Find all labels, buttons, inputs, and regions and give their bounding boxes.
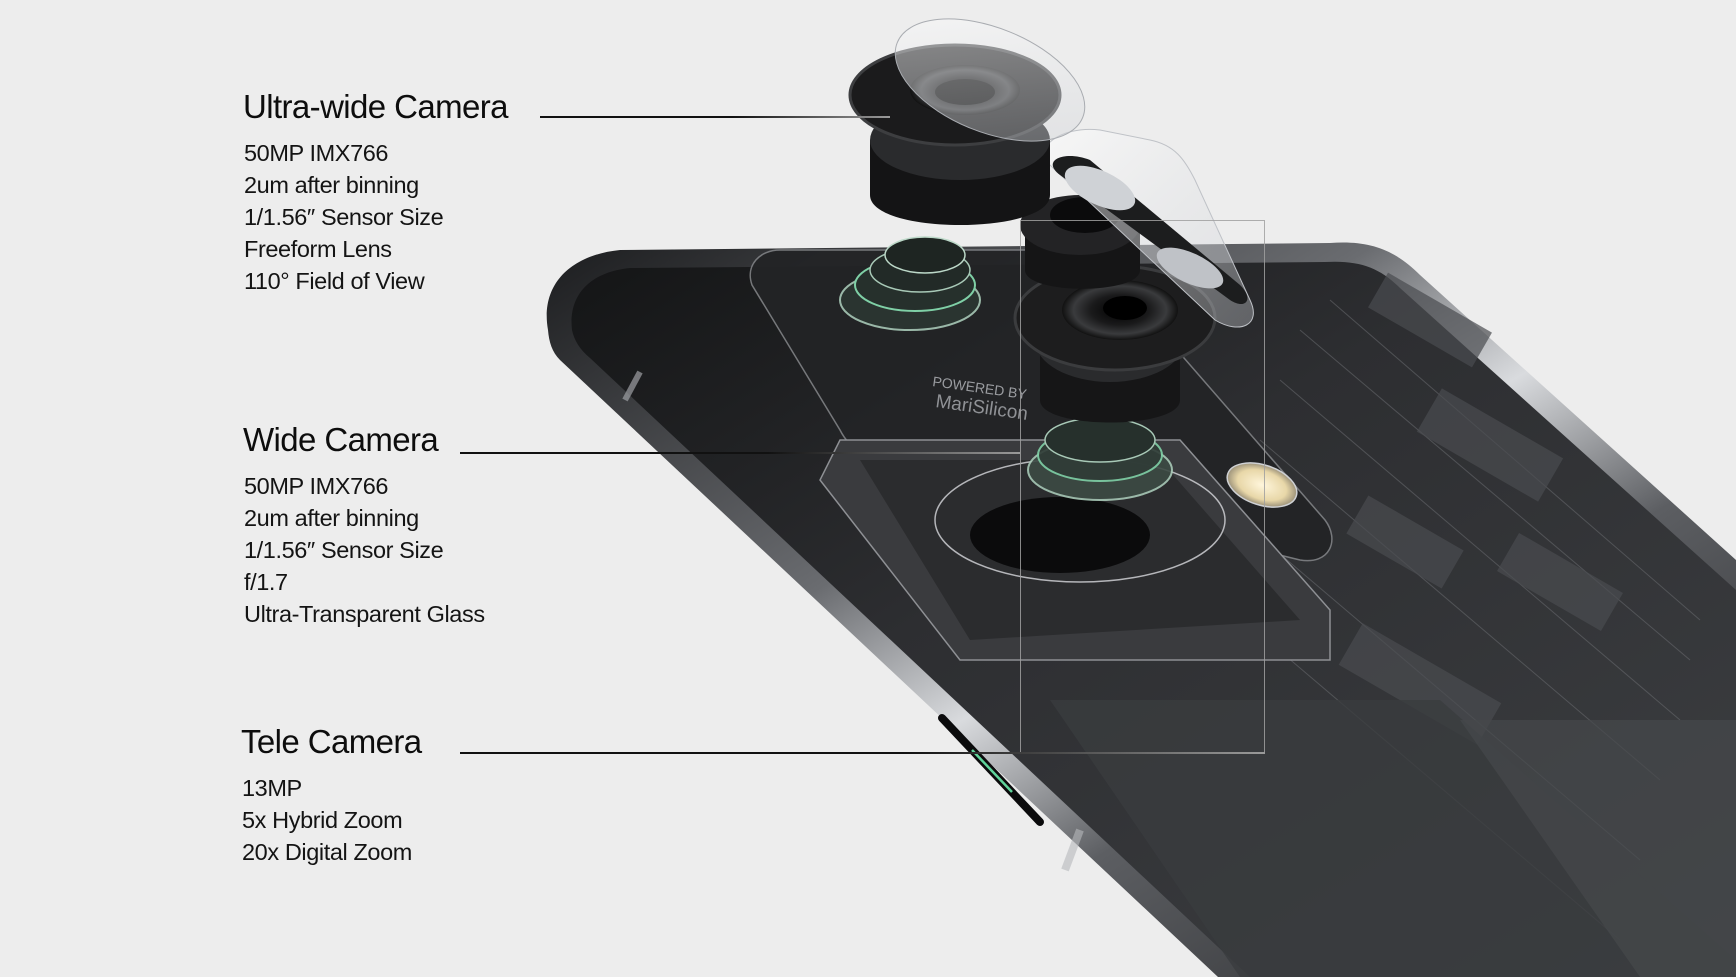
ultrawide-leader-line (540, 116, 890, 118)
tele-camera-spec-list: 13MP 5x Hybrid Zoom 20x Digital Zoom (242, 772, 421, 868)
spec-item: Freeform Lens (244, 236, 392, 262)
spec-item: 110° Field of View (244, 268, 425, 294)
spec-item: 1/1.56″ Sensor Size (244, 204, 444, 230)
tele-camera-title: Tele Camera (241, 723, 422, 760)
wide-camera-title: Wide Camera (243, 421, 439, 458)
flash-icon (1226, 462, 1298, 508)
spec-item: 5x Hybrid Zoom (242, 807, 403, 833)
wide-camera-spec-list: 50MP IMX766 2um after binning 1/1.56″ Se… (244, 470, 485, 630)
spec-item: Ultra-Transparent Glass (244, 601, 485, 627)
spec-item: 1/1.56″ Sensor Size (244, 537, 444, 563)
wide-lens-barrel-icon (1013, 264, 1217, 423)
tele-camera-spec: Tele Camera 13MP 5x Hybrid Zoom 20x Digi… (241, 722, 422, 868)
spec-item: 2um after binning (244, 172, 419, 198)
spec-item: 50MP IMX766 (244, 473, 389, 499)
spec-item: 50MP IMX766 (244, 140, 389, 166)
wide-leader-line (460, 452, 1020, 454)
ultrawide-lens-stack-icon (839, 236, 981, 331)
spec-item: 20x Digital Zoom (242, 839, 412, 865)
wide-camera-spec: Wide Camera 50MP IMX766 2um after binnin… (243, 420, 485, 630)
ultrawide-camera-title: Ultra-wide Camera (243, 88, 508, 125)
ultrawide-camera-spec: Ultra-wide Camera 50MP IMX766 2um after … (243, 87, 508, 297)
spec-item: 2um after binning (244, 505, 419, 531)
spec-item: f/1.7 (244, 569, 288, 595)
spec-item: 13MP (242, 775, 302, 801)
ultrawide-camera-spec-list: 50MP IMX766 2um after binning 1/1.56″ Se… (244, 137, 508, 297)
wide-lens-stack-icon (1027, 417, 1173, 501)
tele-leader-line (460, 752, 1265, 754)
